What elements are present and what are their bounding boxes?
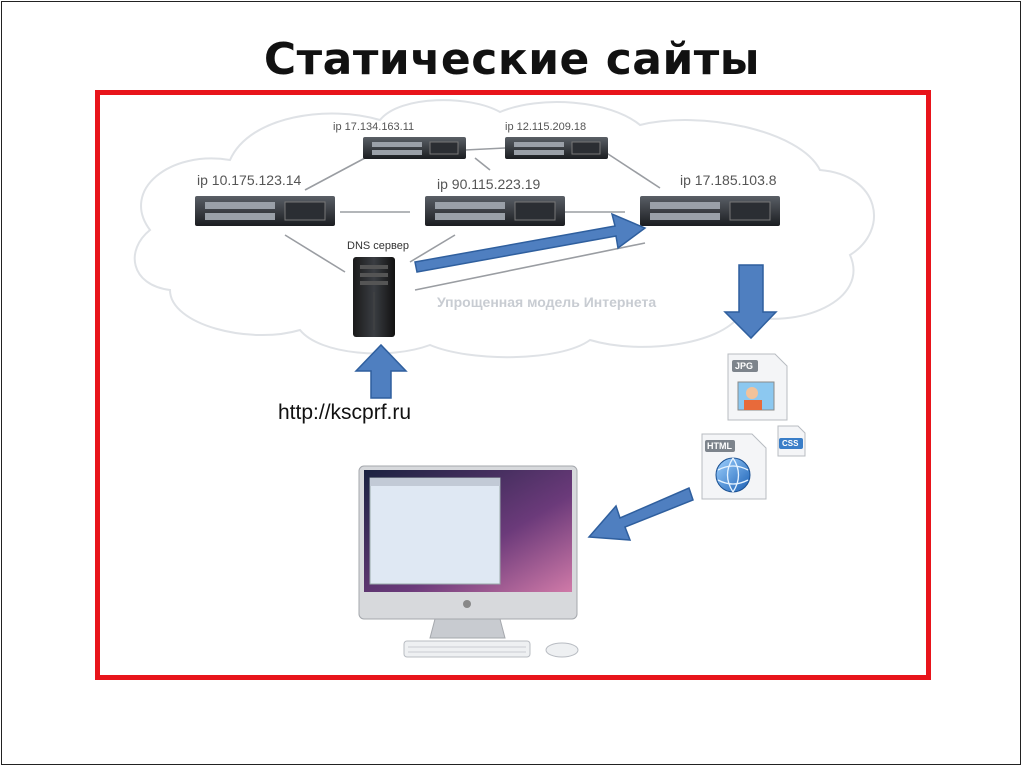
server-top-left [363,137,466,159]
internet-cloud [133,99,875,359]
dns-label: DNS сервер [347,240,409,252]
dns-server [353,257,395,337]
ip-label-top-right: ip 12.115.209.18 [505,121,587,133]
ip-label-top-left: ip 17.134.163.11 [333,121,415,133]
keyboard [403,640,531,658]
ip-label-left: ip 10.175.123.14 [197,172,302,188]
css-tag: CSS [782,439,799,448]
html-tag: HTML [707,441,732,451]
css-file-icon: CSS [777,425,806,457]
jpg-file-icon: JPG [727,353,788,421]
up-arrow [354,343,408,399]
url-text: http://kscprf.ru [278,401,412,424]
ip-label-middle: ip 90.115.223.19 [437,176,541,192]
down-arrow [723,264,778,340]
jpg-tag: JPG [735,361,753,371]
network-links [284,147,661,291]
page-title: Статические сайты [263,34,761,85]
to-computer-arrow [587,486,694,541]
mouse [545,642,579,658]
cloud-caption: Упрощенная модель Интернета [437,294,657,310]
server-top-right [505,137,608,159]
server-right [640,196,780,226]
request-arrow [414,212,647,273]
html-file-icon: HTML [701,433,767,500]
computer-monitor [358,465,578,639]
server-middle [425,196,565,226]
ip-label-right: ip 17.185.103.8 [680,172,777,188]
server-left [195,196,335,226]
